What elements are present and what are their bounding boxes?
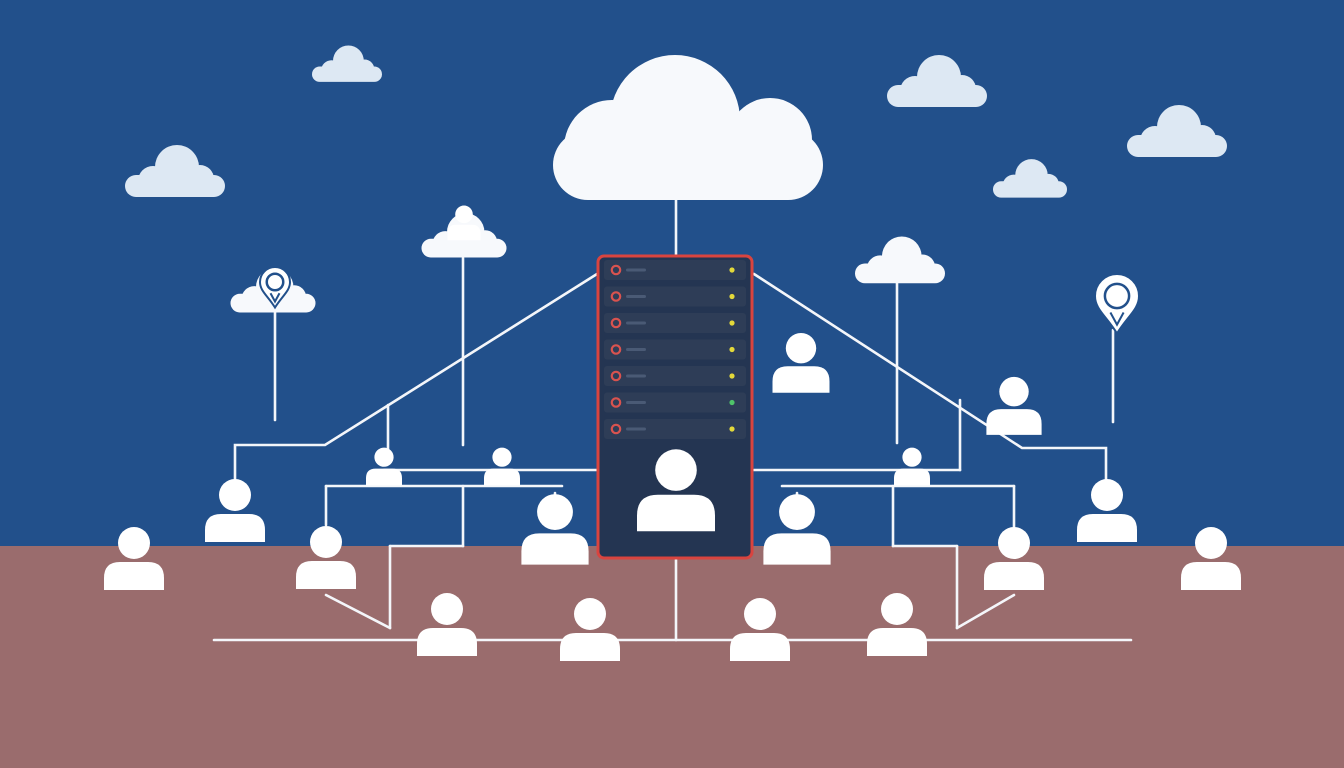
person-icon	[772, 332, 830, 393]
person-icon	[560, 598, 620, 661]
server-unit	[604, 366, 746, 386]
connection-line	[955, 593, 1016, 630]
sky-cloud-icon	[1127, 105, 1227, 157]
person-icon	[867, 593, 927, 656]
person-icon	[447, 205, 481, 241]
connected-clouds	[230, 205, 945, 313]
connection-line	[233, 272, 599, 488]
decorative-clouds	[125, 45, 1227, 198]
server-unit	[604, 339, 746, 360]
sky-cloud-icon	[993, 159, 1067, 198]
person-icon	[366, 447, 402, 486]
server-unit	[604, 419, 746, 439]
person-icon	[296, 526, 356, 589]
person-icon	[637, 449, 715, 532]
connected-cloud-icon	[855, 236, 945, 284]
person-icon	[205, 479, 265, 542]
person-icon	[730, 598, 790, 661]
person-icon	[417, 593, 477, 656]
central-cloud	[553, 55, 823, 200]
person-icon	[984, 527, 1044, 590]
person-icon	[104, 527, 164, 590]
status-led	[729, 320, 735, 326]
server-unit	[604, 313, 746, 333]
server-rack	[596, 254, 754, 560]
map-pin-icon	[1093, 273, 1141, 336]
server-unit	[604, 392, 746, 413]
person-icon	[1181, 527, 1241, 590]
person-icon	[986, 376, 1042, 435]
ground-background	[0, 546, 1344, 768]
status-led	[729, 267, 735, 273]
connection-line	[324, 593, 392, 630]
status-led	[729, 426, 735, 432]
connection-line	[752, 272, 1108, 488]
server-unit	[604, 260, 746, 280]
sky-cloud-icon	[125, 145, 225, 197]
sky-cloud-icon	[312, 45, 382, 82]
status-led	[729, 399, 735, 406]
server-unit	[604, 286, 746, 307]
person-icon	[484, 447, 520, 486]
status-led	[729, 346, 735, 353]
person-icon	[894, 447, 930, 486]
user-icons	[104, 332, 1241, 661]
person-icon	[521, 494, 589, 565]
person-icon	[763, 494, 831, 565]
status-led	[729, 293, 735, 300]
sky-cloud-icon	[887, 55, 987, 107]
person-icon	[1077, 479, 1137, 542]
location-markers	[258, 266, 1141, 336]
status-led	[729, 373, 735, 379]
map-pin-icon	[258, 266, 292, 310]
